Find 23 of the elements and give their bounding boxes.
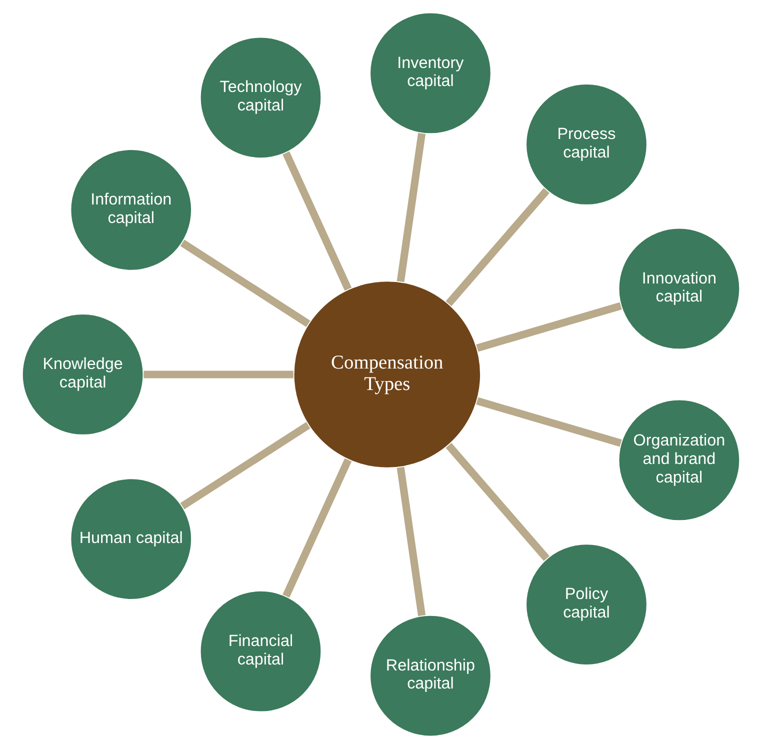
connector [476,397,622,447]
node-circle: Compensation Types [292,280,481,468]
node-circle: Financial capital [199,590,322,712]
connector [282,458,352,598]
connector [282,151,352,291]
node-circle: Knowledge capital [21,313,144,436]
connector [445,188,549,306]
node-circle: Organization and brand capital [618,399,740,522]
connector [180,422,310,510]
node-circle: Relationship capital [368,614,491,737]
connector [476,302,622,352]
connector [143,370,293,378]
node-circle: Policy capital [524,544,647,666]
connector [180,240,310,327]
node-circle: Human capital [70,478,192,600]
node-circle: Inventory capital [368,12,491,134]
connector [445,442,549,561]
connector [396,466,426,616]
connector [396,132,426,282]
node-circle: Information capital [70,148,192,271]
node-circle: Technology capital [199,36,322,159]
node-circle: Process capital [524,83,647,206]
node-circle: Innovation capital [618,228,740,350]
